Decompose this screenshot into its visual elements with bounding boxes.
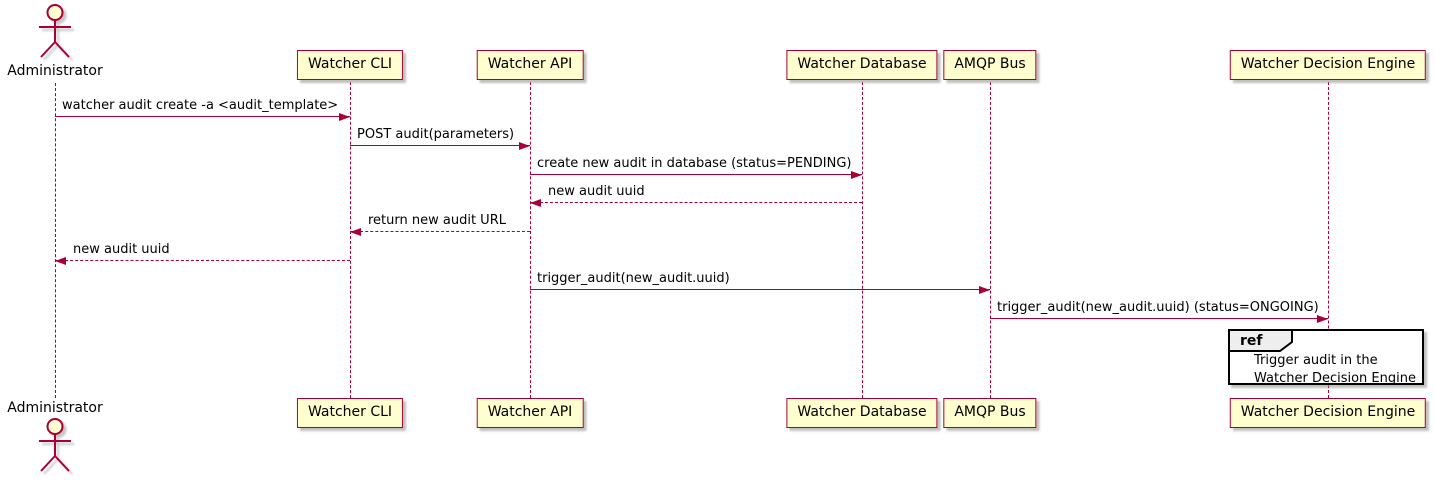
actor-figure-top-icon <box>39 4 71 58</box>
participant-box-watcher-api-top: Watcher API <box>476 50 584 80</box>
message-line-trigger-audit-ongoing <box>990 318 1328 319</box>
participant-box-watcher-decision-engine-top: Watcher Decision Engine <box>1229 50 1427 80</box>
ref-tag-label: ref <box>1240 333 1263 349</box>
actor-figure-bottom-icon <box>39 418 71 472</box>
arrowhead-left-icon <box>350 228 361 236</box>
lifeline-watcher-decision-engine <box>1328 82 1329 398</box>
ref-tab-icon <box>1228 329 1293 352</box>
arrowhead-right-icon <box>1317 315 1328 323</box>
participant-box-watcher-api-bottom: Watcher API <box>476 398 584 428</box>
participant-box-amqp-bus-bottom: AMQP Bus <box>943 398 1037 428</box>
arrowhead-left-icon <box>55 257 66 265</box>
ref-fragment: ref Trigger audit in the Watcher Decisio… <box>1228 329 1424 388</box>
ref-text-line-2: Watcher Decision Engine <box>1254 371 1416 386</box>
message-label-post-audit: POST audit(parameters) <box>357 127 515 142</box>
message-line-create-audit-db <box>530 174 862 175</box>
lifeline-watcher-database <box>862 82 863 398</box>
lifeline-watcher-cli <box>350 82 351 398</box>
message-line-return-audit-url <box>350 231 530 232</box>
lifeline-amqp-bus <box>990 82 991 398</box>
message-label-trigger-audit-ongoing: trigger_audit(new_audit.uuid) (status=ON… <box>997 300 1319 315</box>
ref-text-line-1: Trigger audit in the <box>1254 353 1378 368</box>
message-label-new-audit-uuid-db: new audit uuid <box>548 184 645 199</box>
message-label-trigger-audit: trigger_audit(new_audit.uuid) <box>537 271 730 286</box>
message-label-return-audit-url: return new audit URL <box>368 213 506 228</box>
message-line-post-audit <box>350 145 530 146</box>
lifeline-watcher-api <box>530 82 531 398</box>
participant-box-watcher-database-top: Watcher Database <box>786 50 938 80</box>
message-line-audit-create <box>55 116 350 117</box>
participant-box-amqp-bus-top: AMQP Bus <box>943 50 1037 80</box>
ref-text: Trigger audit in the Watcher Decision En… <box>1254 352 1416 388</box>
participant-box-watcher-cli-bottom: Watcher CLI <box>296 398 404 428</box>
participant-box-watcher-cli-top: Watcher CLI <box>296 50 404 80</box>
participant-box-watcher-decision-engine-bottom: Watcher Decision Engine <box>1229 398 1427 428</box>
message-line-new-audit-uuid-db <box>530 202 862 203</box>
actor-label-bottom: Administrator <box>7 400 103 416</box>
message-label-new-audit-uuid-admin: new audit uuid <box>73 242 170 257</box>
participant-box-watcher-database-bottom: Watcher Database <box>786 398 938 428</box>
arrowhead-right-icon <box>979 286 990 294</box>
arrowhead-right-icon <box>339 113 350 121</box>
actor-label-top: Administrator <box>7 63 103 79</box>
arrowhead-right-icon <box>851 171 862 179</box>
message-label-create-audit-db: create new audit in database (status=PEN… <box>537 156 852 171</box>
message-line-new-audit-uuid-admin <box>55 260 350 261</box>
arrowhead-left-icon <box>530 199 541 207</box>
message-label-audit-create: watcher audit create -a <audit_template> <box>62 98 339 113</box>
lifeline-administrator <box>55 83 56 398</box>
message-line-trigger-audit <box>530 289 990 290</box>
arrowhead-right-icon <box>519 142 530 150</box>
